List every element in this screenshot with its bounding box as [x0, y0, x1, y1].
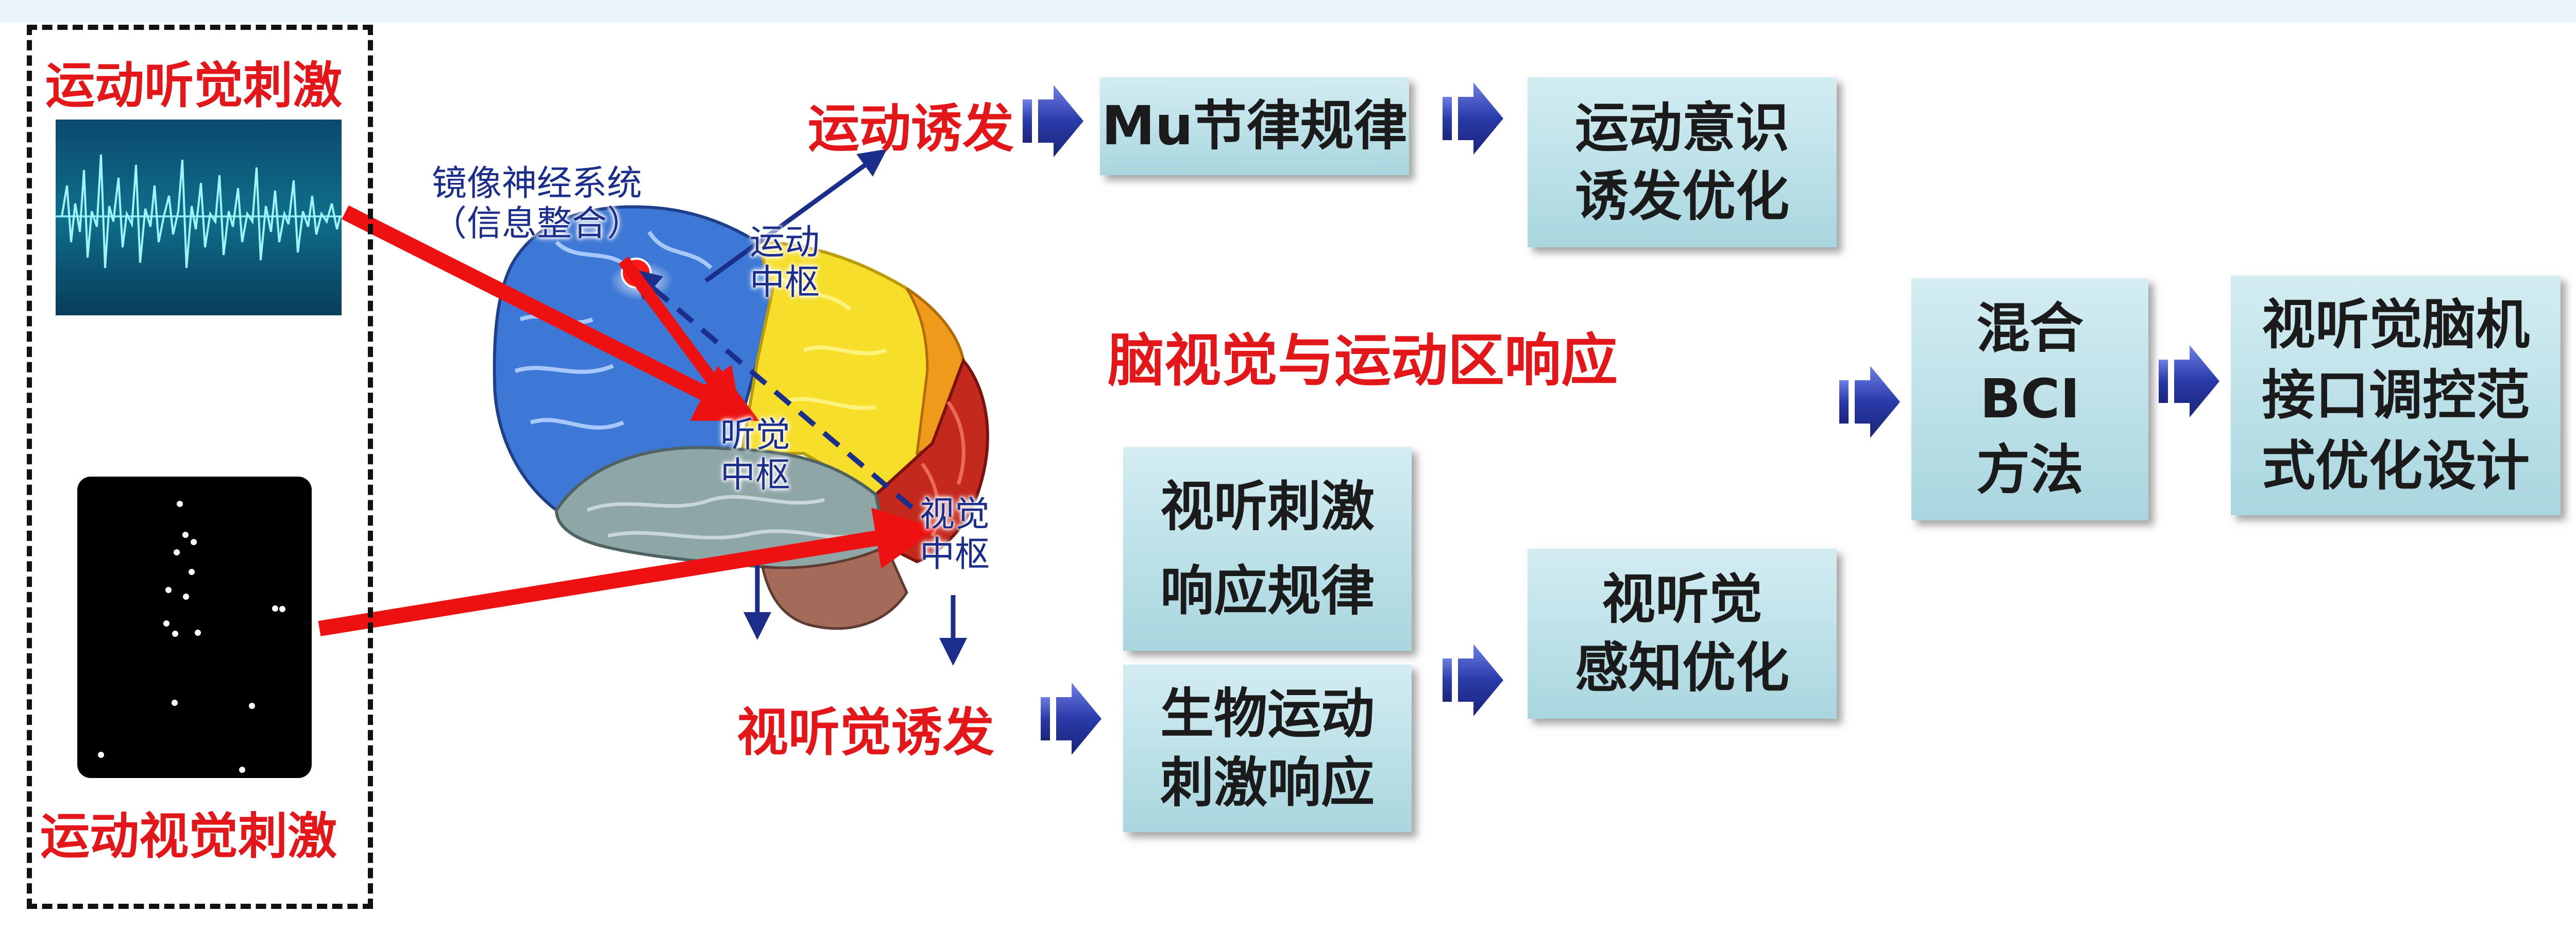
- mirror-system-label: 镜像神经系统 （信息整合）: [432, 163, 642, 245]
- dashed-visual-to-mirror: [630, 268, 914, 510]
- visual-center-line1: 视觉: [920, 494, 990, 535]
- arrow-to-motor-trigger: [704, 149, 887, 283]
- visual-center-label: 视觉 中枢: [920, 494, 990, 576]
- av-perception-line1: 视听觉: [1601, 567, 1762, 631]
- av-stimulus-response-box: 视听刺激 响应规律: [1123, 447, 1412, 651]
- point-light-motion-image: [77, 477, 312, 778]
- bio-motion-line2: 刺激响应: [1160, 751, 1375, 814]
- auditory-center-line2: 中枢: [720, 455, 791, 496]
- motor-awareness-line1: 运动意识: [1574, 96, 1789, 159]
- auditory-center-label: 听觉 中枢: [720, 415, 790, 496]
- mu-rhythm-box: Mu节律规律: [1100, 77, 1409, 175]
- motor-center-line1: 运动: [750, 222, 820, 263]
- mirror-system-line2: （信息整合）: [432, 204, 642, 245]
- final-line2: 接口调控范: [2261, 363, 2530, 427]
- motor-awareness-box: 运动意识 诱发优化: [1528, 77, 1837, 247]
- motor-trigger-label: 运动诱发: [808, 98, 1014, 159]
- red-arrow-visual-to-visualcenter: [318, 508, 938, 636]
- block-arrow-av: [1041, 683, 1101, 755]
- audio-waveform-image: [56, 120, 342, 315]
- motor-awareness-line2: 诱发优化: [1574, 165, 1789, 228]
- hybrid-line3: 方法: [1976, 438, 2083, 501]
- visual-center-line2: 中枢: [920, 534, 990, 576]
- mu-rhythm-text: Mu节律规律: [1101, 94, 1408, 158]
- av-perception-box: 视听觉 感知优化: [1528, 549, 1837, 719]
- audiovisual-trigger-label: 视听觉诱发: [737, 702, 994, 763]
- brain-response-title: 脑视觉与运动区响应: [1108, 328, 1618, 394]
- auditory-stimulus-label: 运动听觉刺激: [45, 57, 342, 114]
- red-arrow-audio-to-auditory: [342, 205, 759, 421]
- auditory-center-line1: 听觉: [720, 415, 791, 455]
- block-arrow-mu: [1443, 82, 1503, 155]
- final-design-box: 视听觉脑机 接口调控范 式优化设计: [2231, 276, 2561, 515]
- red-arrow-mirror-to-auditory: [618, 256, 741, 419]
- hybrid-line2: BCI: [1979, 367, 2080, 431]
- block-arrow-motor: [1023, 85, 1083, 157]
- av-perception-line2: 感知优化: [1574, 636, 1789, 699]
- av-stimulus-line1: 视听刺激: [1160, 475, 1375, 538]
- visual-stimulus-label: 运动视觉刺激: [40, 807, 337, 865]
- block-arrow-merge: [1839, 366, 1900, 438]
- hybrid-line1: 混合: [1976, 297, 2083, 360]
- av-stimulus-line2: 响应规律: [1160, 559, 1375, 622]
- motor-center-label: 运动 中枢: [750, 222, 820, 303]
- stimulus-frame: [27, 25, 373, 909]
- bio-motion-line1: 生物运动: [1160, 682, 1375, 746]
- final-line3: 式优化设计: [2261, 434, 2530, 498]
- final-line1: 视听觉脑机: [2261, 293, 2530, 356]
- block-arrow-bio: [1443, 644, 1503, 716]
- mirror-system-line1: 镜像神经系统: [432, 163, 642, 204]
- hybrid-bci-box: 混合 BCI 方法: [1911, 278, 2148, 520]
- block-arrow-hybrid: [2159, 345, 2219, 417]
- top-strip: [0, 0, 2576, 23]
- motor-center-line2: 中枢: [750, 262, 820, 303]
- bio-motion-response-box: 生物运动 刺激响应: [1123, 665, 1412, 832]
